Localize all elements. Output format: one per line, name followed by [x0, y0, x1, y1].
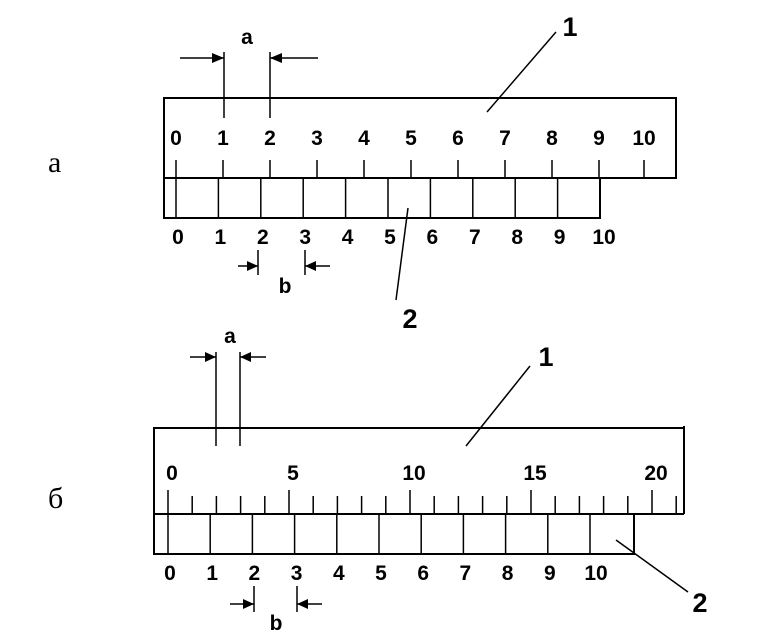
main-scale-number: 5 — [287, 462, 299, 485]
panel-b-dimension-b: b — [230, 586, 322, 635]
vernier-number: 7 — [469, 226, 481, 249]
vernier-number: 3 — [291, 562, 303, 585]
vernier-number: 3 — [299, 226, 311, 249]
vernier-number: 9 — [544, 562, 556, 585]
panel-b-dim-b-label: b — [270, 612, 283, 635]
vernier-number: 0 — [164, 562, 176, 585]
main-scale-number: 4 — [358, 127, 370, 150]
main-scale-number: 8 — [546, 127, 558, 150]
vernier-number: 0 — [172, 226, 184, 249]
panel-b-vernier-numbers: 0 1 2 3 4 5 6 7 8 9 10 — [164, 562, 608, 585]
panel-a-dim-b-label: b — [279, 275, 292, 298]
vernier-number: 5 — [375, 562, 387, 585]
main-scale-number: 7 — [499, 127, 511, 150]
panel-a-main-numbers: 0 1 2 3 4 5 6 7 8 9 10 — [170, 127, 656, 150]
vernier-number: 4 — [333, 562, 345, 585]
vernier-number: 4 — [342, 226, 354, 249]
vernier-number: 7 — [460, 562, 472, 585]
panel-b-dimension-a: a — [190, 325, 266, 446]
main-scale-number: 15 — [523, 462, 547, 485]
panel-b-leader-2 — [615, 539, 689, 593]
panel-b-callout-1: 1 — [538, 342, 553, 372]
vernier-number: 9 — [554, 226, 566, 249]
panel-a-callout-1: 1 — [562, 12, 577, 42]
panel-b-leader-1 — [465, 365, 531, 447]
vernier-number: 1 — [215, 226, 227, 249]
vernier-number: 10 — [584, 562, 607, 585]
main-scale-number: 10 — [632, 127, 655, 150]
panel-a-main-ticks — [175, 160, 645, 178]
panel-a-dim-a-label: a — [241, 26, 253, 49]
panel-a-leader-2 — [395, 207, 409, 301]
panel-b-main-scale — [153, 427, 684, 555]
panel-a-vernier-scale — [163, 177, 601, 219]
main-scale-number: 10 — [402, 462, 425, 485]
panel-b-main-numbers: 0 5 10 15 20 — [166, 462, 668, 485]
panel-b: б 0 5 10 15 20 0 1 2 3 4 5 6 7 8 9 10 a b — [48, 325, 708, 635]
panel-a-vernier-numbers: 0 1 2 3 4 5 6 7 8 9 10 — [172, 226, 616, 249]
main-scale-number: 2 — [264, 127, 276, 150]
vernier-number: 5 — [384, 226, 396, 249]
vernier-number: 10 — [592, 226, 615, 249]
main-scale-number: 20 — [644, 462, 667, 485]
panel-b-label: б — [48, 482, 63, 515]
vernier-number: 2 — [249, 562, 261, 585]
panel-a: а 0 1 2 3 4 5 6 7 8 9 10 0 1 2 3 4 5 6 7 8 9 10 a b — [48, 12, 677, 334]
main-scale-number: 6 — [452, 127, 464, 150]
panel-b-vernier-ticks — [167, 514, 591, 554]
panel-b-callout-2: 2 — [692, 588, 707, 618]
main-scale-number: 9 — [593, 127, 605, 150]
panel-a-label: а — [48, 146, 61, 179]
panel-a-callout-2: 2 — [402, 304, 417, 334]
main-scale-number: 0 — [170, 127, 182, 150]
vernier-number: 6 — [417, 562, 429, 585]
main-scale-number: 3 — [311, 127, 323, 150]
vernier-number: 6 — [427, 226, 439, 249]
panel-b-vernier-scale — [153, 513, 635, 555]
main-scale-number: 0 — [166, 462, 178, 485]
main-scale-number: 1 — [217, 127, 229, 150]
panel-a-dimension-a: a — [180, 26, 318, 118]
panel-a-dimension-b: b — [238, 250, 330, 298]
panel-b-main-ticks — [167, 490, 677, 514]
panel-a-vernier-ticks — [175, 178, 601, 218]
vernier-number: 2 — [257, 226, 269, 249]
main-scale-number: 5 — [405, 127, 417, 150]
panel-a-leader-1 — [486, 31, 557, 113]
vernier-number: 8 — [511, 226, 523, 249]
vernier-number: 1 — [206, 562, 218, 585]
vernier-number: 8 — [502, 562, 514, 585]
panel-b-dim-a-label: a — [224, 325, 236, 348]
